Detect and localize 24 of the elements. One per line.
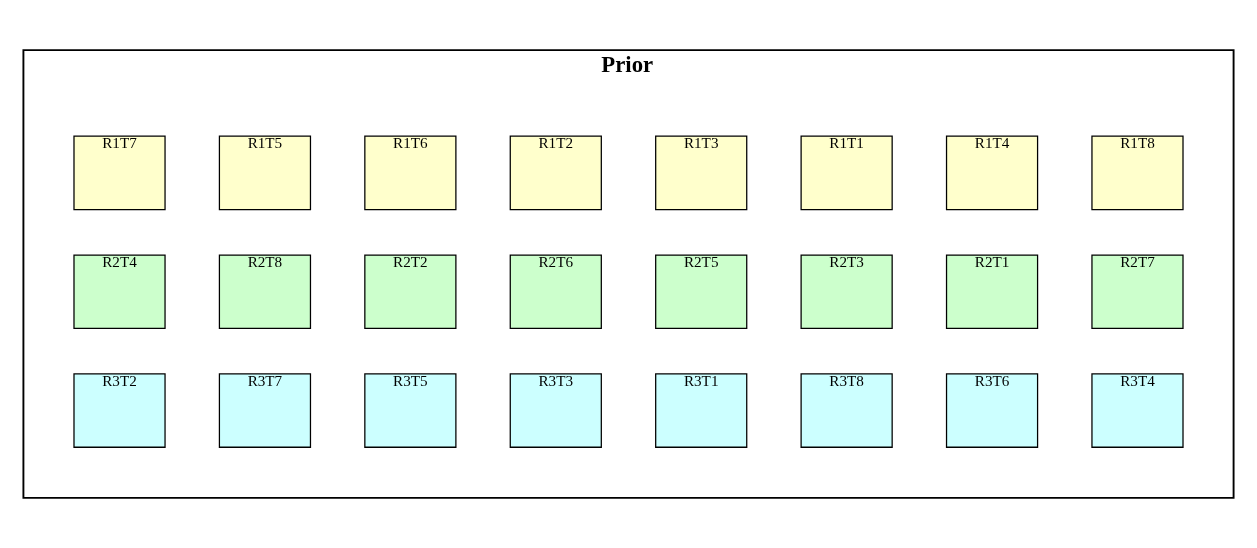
- node-box: R2T3: [800, 254, 893, 329]
- node-box: R3T2: [73, 373, 166, 448]
- node-box: R1T4: [945, 135, 1039, 211]
- node-box: R2T1: [945, 254, 1039, 329]
- node-box: R3T4: [1091, 373, 1184, 448]
- node-box: R1T3: [655, 135, 748, 211]
- node-box: R2T5: [655, 254, 748, 329]
- node-box: R3T5: [364, 373, 457, 448]
- node-box: R2T8: [218, 254, 312, 329]
- node-box: R1T5: [218, 135, 312, 211]
- node-box: R3T8: [800, 373, 893, 448]
- node-box: R1T8: [1091, 135, 1184, 211]
- node-box: R1T1: [800, 135, 893, 211]
- node-box: R2T4: [73, 254, 166, 329]
- node-box: R1T7: [73, 135, 166, 211]
- node-box: R1T2: [509, 135, 602, 211]
- node-box: R1T6: [364, 135, 457, 211]
- node-box: R2T7: [1091, 254, 1184, 329]
- node-box: R3T6: [945, 373, 1039, 448]
- node-box: R3T3: [509, 373, 602, 448]
- node-box: R2T6: [509, 254, 602, 329]
- node-box: R3T7: [218, 373, 312, 448]
- node-box: R2T2: [364, 254, 457, 329]
- node-box: R3T1: [655, 373, 748, 448]
